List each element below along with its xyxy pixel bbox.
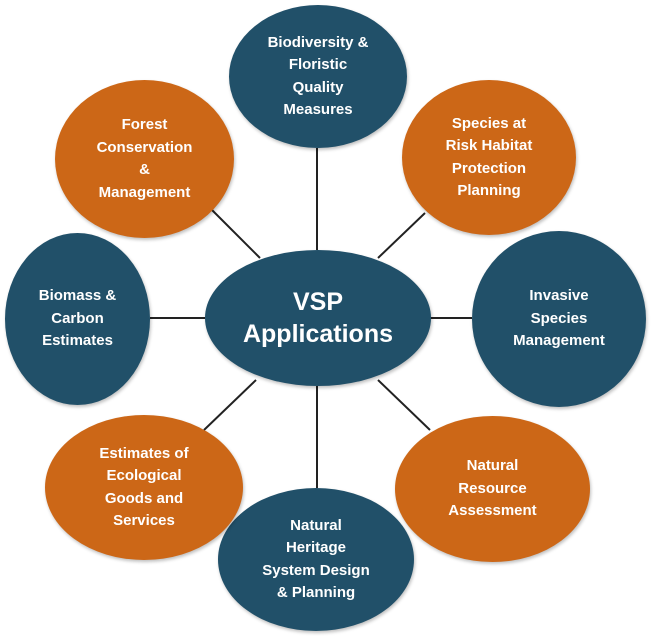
node-invasive-species: Invasive Species Management <box>472 231 646 407</box>
node-biomass-carbon: Biomass & Carbon Estimates <box>5 233 150 405</box>
connector-ecological-goods <box>203 379 257 431</box>
node-biodiversity: Biodiversity & Floristic Quality Measure… <box>229 5 407 148</box>
node-forest-conservation-label: Forest Conservation & Management <box>96 116 193 201</box>
connector-forest-conservation <box>211 209 261 259</box>
center-vsp-applications: VSP Applications <box>205 250 431 386</box>
node-ecological-goods: Estimates of Ecological Goods and Servic… <box>45 415 243 560</box>
node-natural-resource-label: Natural Resource Assessment <box>448 457 537 520</box>
connector-natural-resource <box>377 379 431 431</box>
node-forest-conservation: Forest Conservation & Management <box>55 80 234 238</box>
node-ecological-goods-label: Estimates of Ecological Goods and Servic… <box>99 444 189 530</box>
node-species-at-risk-label: Species at Risk Habitat Protection Plann… <box>445 114 533 200</box>
node-biodiversity-label: Biodiversity & Floristic Quality Measure… <box>267 33 369 119</box>
node-biomass-carbon-label: Biomass & Carbon Estimates <box>38 287 117 350</box>
node-invasive-species-label: Invasive Species Management <box>513 287 605 350</box>
center-label: VSP Applications <box>242 287 393 349</box>
node-species-at-risk: Species at Risk Habitat Protection Plann… <box>402 80 576 235</box>
node-natural-resource: Natural Resource Assessment <box>395 416 590 562</box>
node-natural-heritage-label: Natural Heritage System Design & Plannin… <box>262 516 370 602</box>
connector-species-at-risk <box>377 212 426 259</box>
node-natural-heritage: Natural Heritage System Design & Plannin… <box>218 488 414 631</box>
